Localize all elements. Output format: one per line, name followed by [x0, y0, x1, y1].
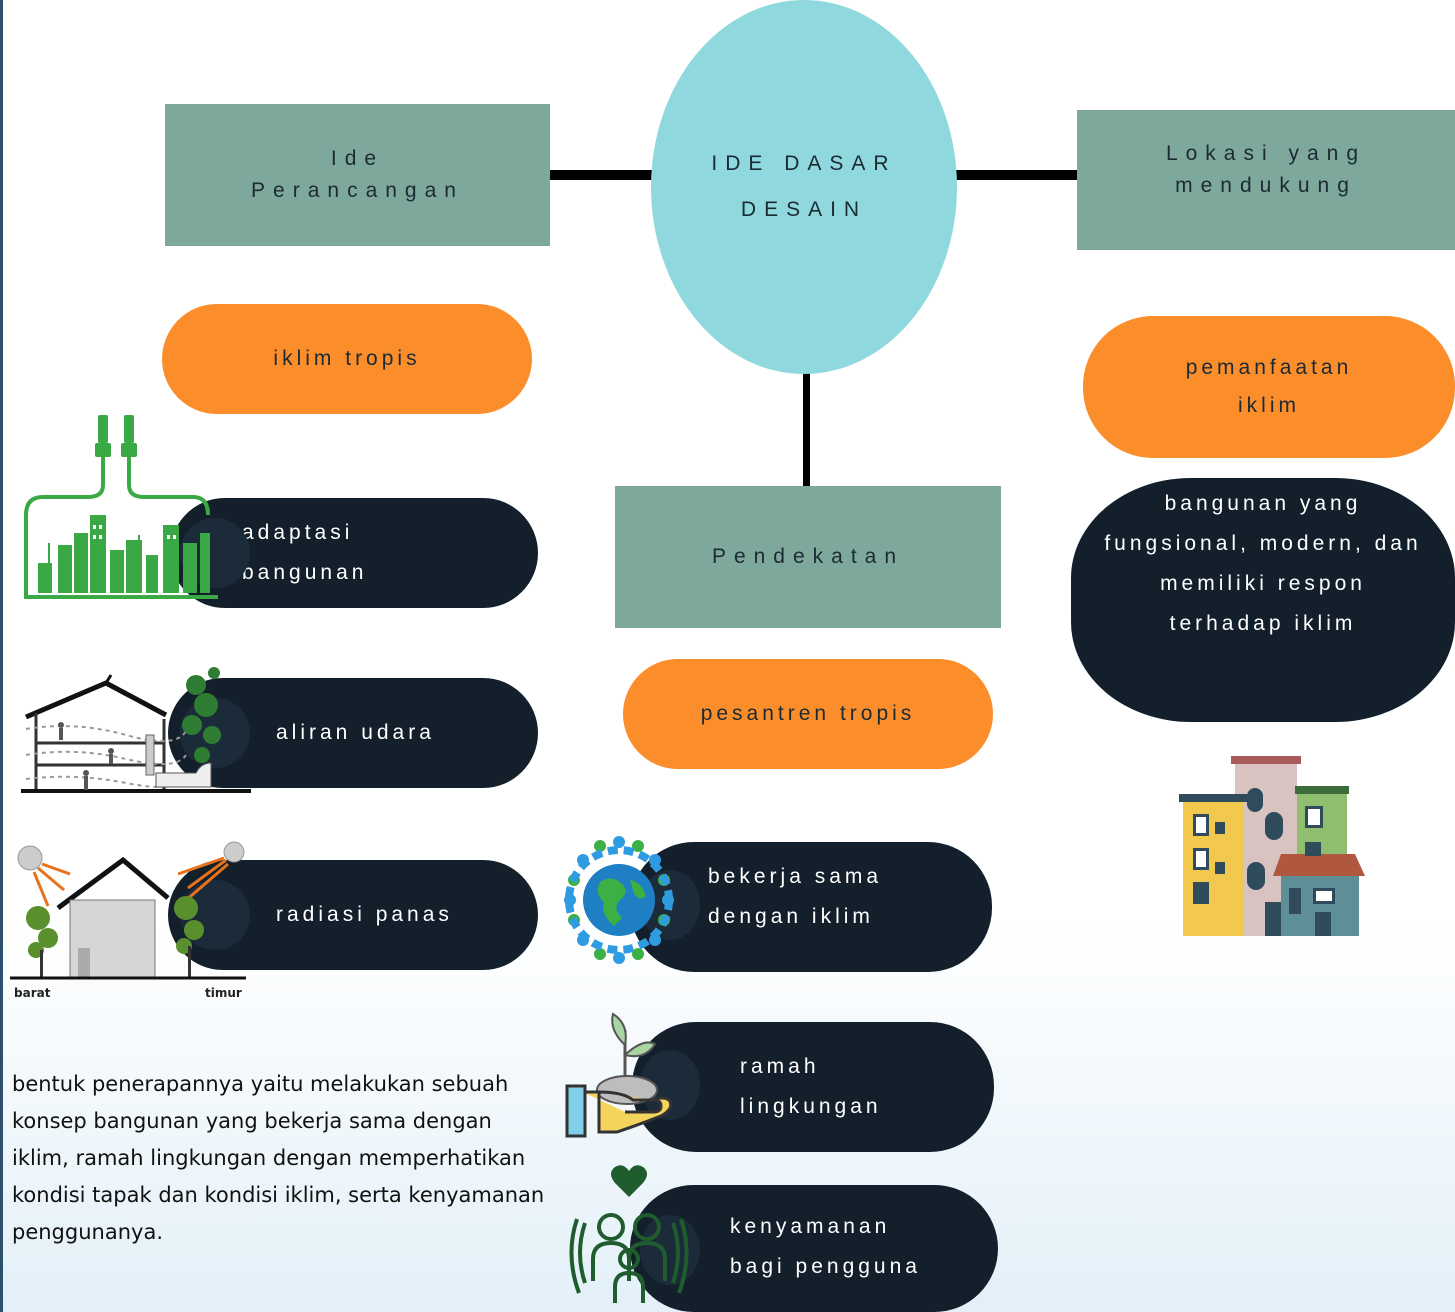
label-timur: timur: [205, 986, 242, 1000]
pill-pemanfaatan-iklim: pemanfaatan iklim: [1083, 316, 1455, 458]
connector-down: [803, 370, 810, 486]
box-lokasi: Lokasi yang mendukung: [1077, 110, 1455, 250]
buildings-icon: [1179, 756, 1365, 936]
ghost-circle: [640, 1215, 700, 1285]
pill-radiasi-label: radiasi panas: [276, 903, 453, 926]
box-ide-perancangan: Ide Perancangan: [165, 104, 550, 246]
pill-pemanfaatan-label: pemanfaatan iklim: [1185, 356, 1353, 417]
left-border: [0, 0, 3, 1312]
description-paragraph: bentuk penerapannya yaitu melakukan sebu…: [12, 1072, 545, 1244]
sun-radiation-section-icon: [10, 841, 246, 980]
pill-pesantren-tropis: pesantren tropis: [623, 659, 993, 769]
right-dark-block: bangunan yang fungsional, modern, dan me…: [1071, 478, 1455, 722]
box-pendekatan-label: Pendekatan: [711, 545, 905, 568]
pill-iklim-tropis: iklim tropis: [162, 304, 532, 414]
pill-pesantren-label: pesantren tropis: [700, 702, 916, 725]
connector-right: [955, 170, 1079, 180]
center-circle: IDE DASAR DESAIN: [651, 0, 957, 374]
label-barat: barat: [14, 986, 51, 1000]
airflow-section-icon: [21, 667, 251, 793]
pill-adaptasi-label: adaptasi bangunan: [242, 521, 368, 584]
pill-ramah-label: ramah lingkungan: [740, 1055, 882, 1118]
globe-people-icon: [564, 836, 674, 964]
box-ide-perancangan-label: Ide Perancangan: [251, 147, 464, 202]
pill-iklim-tropis-label: iklim tropis: [273, 347, 421, 370]
box-pendekatan: Pendekatan: [615, 486, 1001, 628]
center-title: IDE DASAR DESAIN: [711, 152, 897, 221]
connector-left: [548, 170, 656, 180]
hand-plant-icon: [565, 1012, 673, 1138]
box-lokasi-label: Lokasi yang mendukung: [1165, 142, 1367, 197]
eco-city-plug-icon: [24, 415, 218, 599]
right-dark-label: bangunan yang fungsional, modern, dan me…: [1104, 492, 1422, 635]
pill-aliran-label: aliran udara: [276, 721, 435, 744]
pill-bekerja-label: bekerja sama dengan iklim: [708, 865, 883, 928]
people-heart-icon: [569, 1165, 689, 1303]
pill-kenyamanan-label: kenyamanan bagi pengguna: [730, 1214, 921, 1278]
